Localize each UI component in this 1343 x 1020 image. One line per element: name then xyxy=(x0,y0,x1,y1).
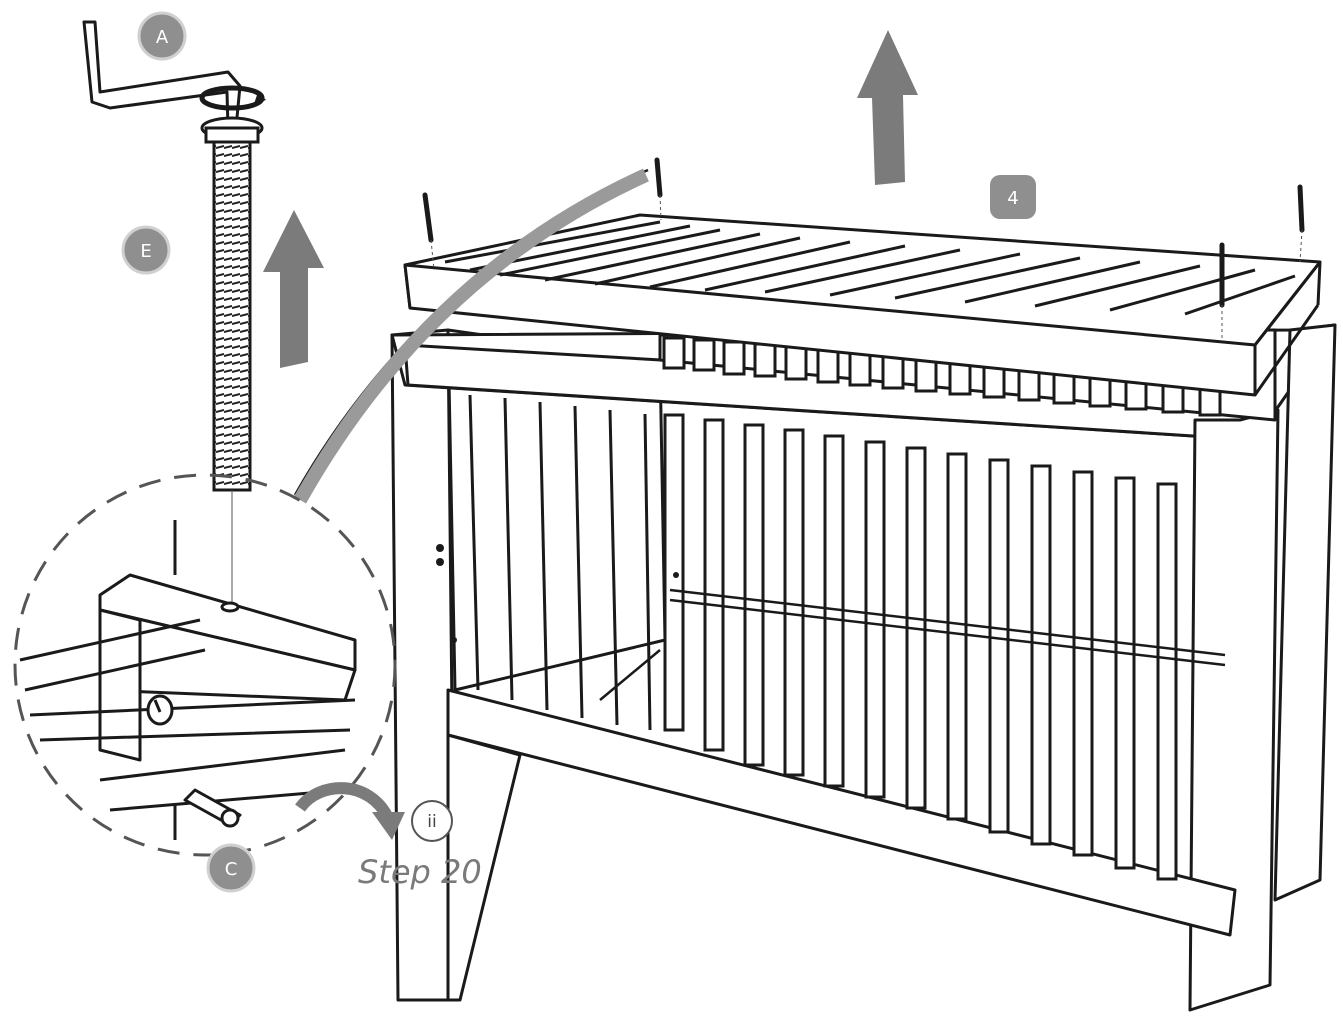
screw-guide-lines xyxy=(430,194,1303,340)
badge-c-label: C xyxy=(225,859,238,880)
side-slats xyxy=(468,394,652,731)
zoom-detail xyxy=(13,473,397,857)
rotation-arrow xyxy=(199,85,266,111)
badge-e-label: E xyxy=(140,241,151,262)
badge-count-label: 4 xyxy=(1007,188,1018,209)
leg-left xyxy=(446,733,522,1002)
badge-count: 4 xyxy=(990,175,1036,219)
badge-ii-label: ii xyxy=(427,812,436,832)
screws xyxy=(422,157,1305,308)
mattress-base-slats xyxy=(444,220,1296,316)
lift-arrow-left xyxy=(263,210,324,368)
left-front-post xyxy=(390,328,457,1002)
back-lower-bands xyxy=(599,588,1226,701)
crib xyxy=(390,323,1337,1012)
right-back-post xyxy=(1273,323,1337,902)
callout-connector xyxy=(293,168,649,504)
lift-arrow-right xyxy=(857,30,918,185)
screw-1 xyxy=(422,192,434,243)
step-reference: Step 20 xyxy=(358,853,482,891)
front-slats xyxy=(663,413,1178,881)
badge-e: E xyxy=(121,225,171,275)
next-step-arrow xyxy=(295,782,405,840)
badge-ii: ii xyxy=(411,800,453,842)
screw-2 xyxy=(654,157,663,198)
front-bottom-rail xyxy=(446,688,1237,937)
screw-4 xyxy=(1297,184,1305,233)
badge-a-label: A xyxy=(156,27,169,48)
post-holes xyxy=(436,544,679,643)
badge-a: A xyxy=(137,11,187,61)
bolt xyxy=(200,116,264,492)
badge-c: C xyxy=(206,843,256,893)
